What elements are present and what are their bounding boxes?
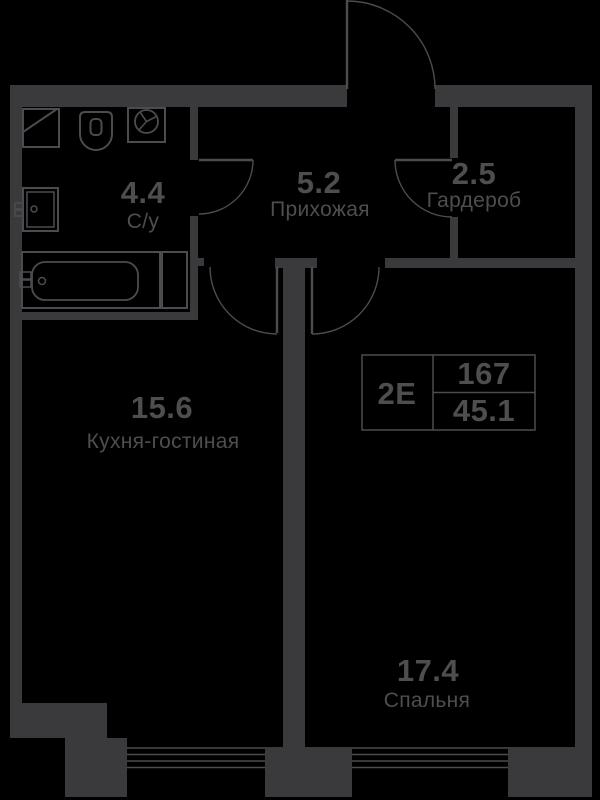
central-partition-wall [283, 268, 305, 747]
outer-wall-bottom-middle [265, 747, 352, 797]
toilet-icon [79, 111, 113, 151]
badge-total-area: 45.1 [453, 393, 515, 428]
outer-wall-step-1 [10, 703, 107, 738]
bedroom-door-arc [311, 266, 380, 335]
entrance-door [345, 0, 436, 90]
bathtub-drain [37, 276, 47, 286]
hallway-name: Прихожая [270, 198, 370, 221]
bathtub-basin [31, 261, 139, 301]
bedroom-door [310, 266, 380, 335]
outer-wall-left [10, 85, 22, 705]
bedroom-name: Спальня [384, 689, 470, 712]
label-bathroom: 4.4 С/у [121, 175, 166, 233]
toilet-bowl [79, 111, 113, 151]
apartment-badge: 2Е 167 45.1 [361, 354, 536, 431]
kitchen-window [127, 747, 265, 769]
washbasin-inner [26, 191, 55, 228]
water-heater-icon [127, 107, 166, 143]
bathroom-wall-right-upper [190, 107, 198, 160]
badge-apartment-type: 2Е [378, 376, 417, 411]
hallway-area: 5.2 [297, 165, 342, 200]
bathroom-name: С/у [127, 210, 160, 233]
washbasin-icon [14, 187, 59, 232]
bathroom-fixtures [14, 107, 188, 309]
washing-machine-icon [22, 108, 60, 148]
water-heater-box [127, 107, 166, 143]
washbasin-tap-upper [14, 202, 24, 210]
outer-wall-right [575, 85, 592, 797]
label-bedroom: 17.4 Спальня [384, 653, 470, 712]
entrance-door-arc [346, 0, 436, 90]
outer-wall-step-2 [65, 738, 127, 797]
bedroom-area: 17.4 [397, 653, 460, 688]
washbasin-tap-lower [14, 209, 24, 217]
toilet-tank [89, 118, 103, 136]
water-heater-dial-lines [138, 111, 158, 131]
badge-apartment-number: 167 [457, 356, 510, 391]
bedroom-wall-top [385, 258, 575, 268]
wardrobe-door-arc [394, 159, 453, 218]
washing-machine-lid [22, 108, 58, 133]
doors [198, 0, 453, 335]
label-wardrobe: 2.5 Гардероб [427, 156, 522, 212]
label-hallway: 5.2 Прихожая [270, 165, 370, 221]
washbasin-drain [30, 205, 38, 213]
bathroom-wall-right-lower [190, 216, 198, 320]
label-kitchen-living: 15.6 Кухня-гостиная [87, 390, 240, 453]
washbasin-outer [22, 187, 59, 232]
kitchen-living-area: 15.6 [131, 390, 193, 425]
kitchen-door [209, 266, 279, 335]
bathtub-tap-upper [19, 271, 32, 280]
outer-wall-top-right [435, 85, 592, 107]
wardrobe-door [394, 158, 453, 218]
bathtub-icon [19, 251, 188, 309]
bathroom-door-arc [198, 159, 254, 215]
windows [127, 747, 508, 769]
kitchen-door-jamb-stub [198, 258, 204, 266]
room-labels: 4.4 С/у 5.2 Прихожая 2.5 Гардероб 15.6 К… [87, 156, 522, 712]
bathroom-door [198, 158, 254, 215]
wardrobe-wall-left-upper [450, 107, 458, 158]
kitchen-living-name: Кухня-гостиная [87, 430, 240, 453]
outer-wall-bottom-right [508, 747, 592, 797]
bedroom-window [352, 747, 508, 769]
bathtub-tap-lower [19, 279, 32, 288]
wardrobe-area: 2.5 [452, 156, 497, 191]
bathtub-side-panel [161, 251, 188, 309]
wardrobe-wall-left-lower [450, 217, 458, 262]
bathroom-area: 4.4 [121, 175, 166, 210]
wardrobe-name: Гардероб [427, 189, 522, 212]
outer-wall-top-left [10, 85, 347, 107]
water-heater-dial [134, 109, 159, 134]
washing-machine-body [22, 108, 60, 148]
walls [10, 85, 592, 797]
central-wall-cap [275, 258, 317, 268]
bathroom-wall-bottom [22, 312, 198, 320]
kitchen-door-arc [209, 266, 278, 335]
